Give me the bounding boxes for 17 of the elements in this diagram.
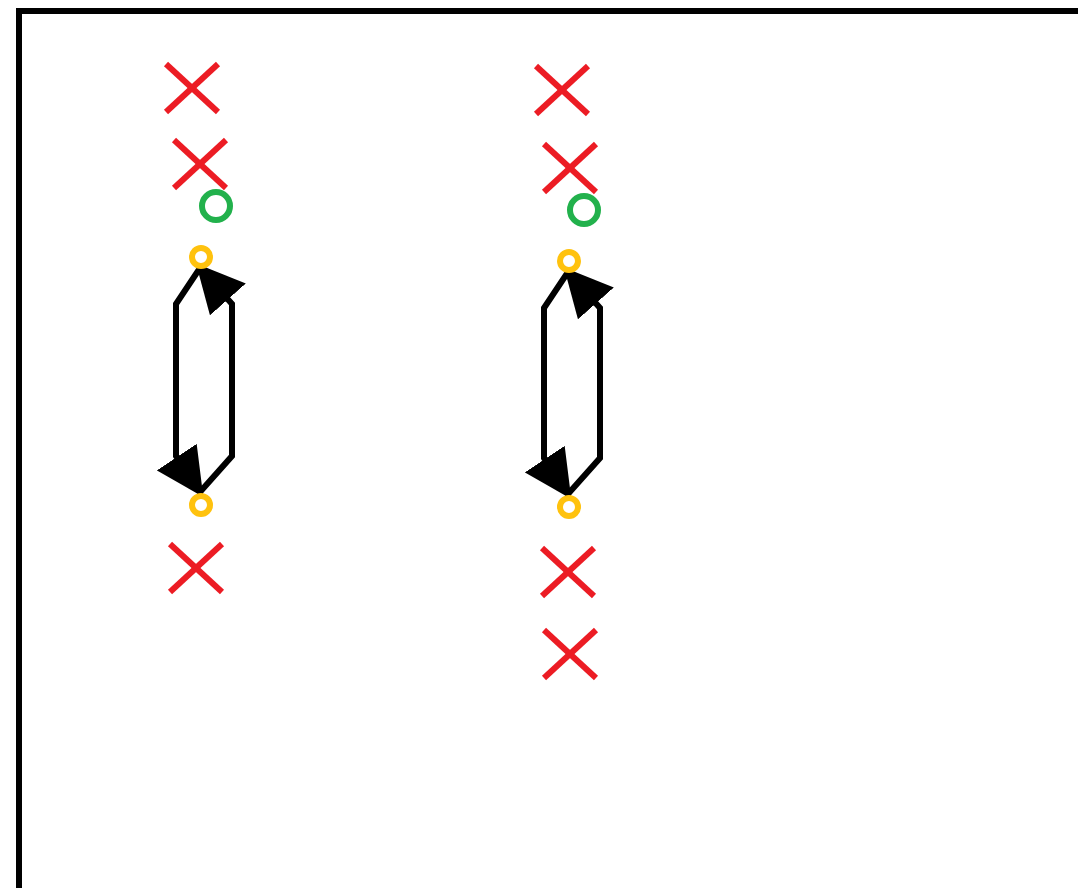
arrow [196, 263, 246, 494]
circle-mark [566, 192, 602, 228]
arrow [564, 267, 614, 496]
cross-mark [540, 626, 600, 682]
cross-mark [532, 62, 592, 118]
arrow [524, 270, 572, 499]
arrow [156, 266, 204, 497]
dot-mark [555, 493, 581, 519]
dot-mark [187, 243, 213, 269]
circle-mark [198, 188, 234, 224]
cross-mark [166, 540, 226, 596]
cross-mark [540, 140, 600, 196]
cross-mark [162, 60, 222, 116]
cross-mark [538, 544, 598, 600]
cross-mark [170, 136, 230, 192]
dot-mark [555, 247, 581, 273]
dot-mark [187, 491, 213, 517]
